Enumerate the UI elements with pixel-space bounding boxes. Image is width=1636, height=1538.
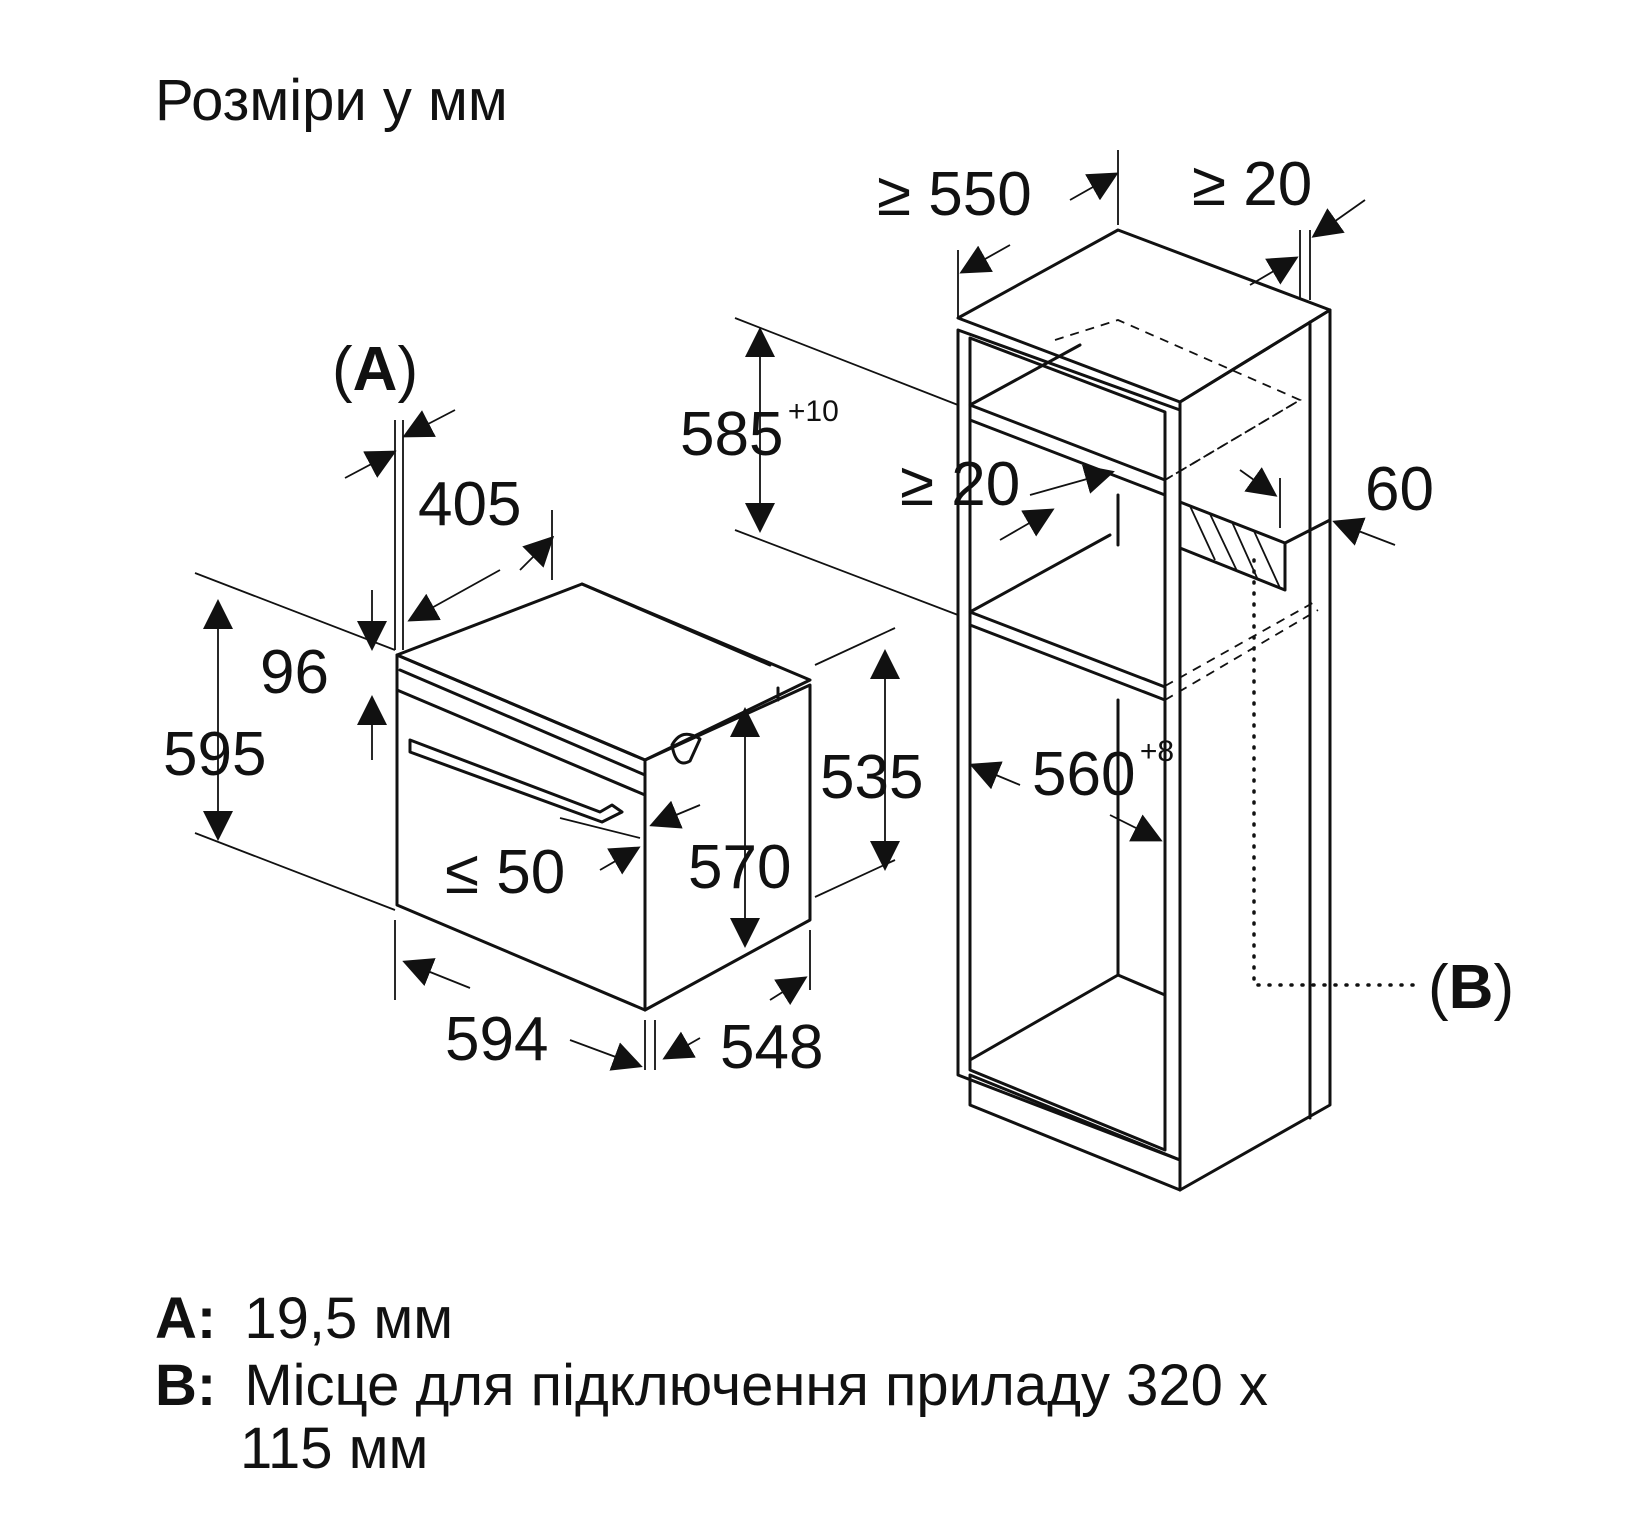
dim-label-ge20-top: ≥ 20: [1192, 150, 1312, 219]
oven-top-surface: [395, 582, 812, 762]
dim-label-le50: ≤ 50: [445, 838, 565, 907]
legend-text-b-line2: 115 мм: [240, 1416, 428, 1481]
cabinet-shelf-lower: [968, 623, 1167, 702]
dim-label-594: 594: [445, 1005, 548, 1074]
dim-label-595: 595: [163, 720, 266, 789]
dim-arrow-548-right: [769, 976, 808, 1006]
dim-arrow-405: [407, 569, 501, 622]
dim-label-535: 535: [820, 743, 923, 812]
callout-b: (B): [1428, 953, 1514, 1022]
dim-arrow-le50-bottom: [599, 846, 641, 875]
dim-label-560-tolerance: +8: [1140, 735, 1174, 768]
dim-arrow-ge20-top-left: [1249, 256, 1299, 286]
callout-a: (A): [332, 335, 418, 404]
cabinet-plinth: [968, 1073, 1182, 1192]
dim-arrow-560-left: [969, 761, 1021, 790]
dim-arrow-550-right: [1069, 172, 1119, 201]
cabinet-dimension-arrows: [734, 150, 1396, 842]
dim-label-ge550: ≥ 550: [877, 160, 1032, 229]
dim-label-96: 96: [260, 638, 329, 707]
dim-label-ge20-mid: ≥ 20: [900, 450, 1020, 519]
dim-label-548: 548: [720, 1013, 823, 1082]
dim-label-405: 405: [418, 470, 521, 539]
oven-dimension-arrows: [203, 409, 900, 1071]
dim-arrow-a-right: [402, 409, 456, 438]
dim-label-585: 585 +10: [680, 395, 839, 469]
oven-extension-lines: [194, 420, 896, 1070]
dim-arrow-594-right: [569, 1039, 643, 1071]
dim-label-560-value: 560: [1032, 740, 1135, 809]
dim-label-60: 60: [1365, 455, 1434, 524]
dim-arrow-ge20-top-right: [1311, 199, 1366, 238]
legend-item-a: A: 19,5 мм: [155, 1286, 453, 1351]
dim-label-560: 560 +8: [1032, 735, 1174, 809]
legend-text-b-line1: Місце для підключення приладу 320 x: [244, 1353, 1268, 1418]
dimension-labels: 405 96 595 535 570 594 548 ≤ 50 ≥ 550 ≥ …: [163, 150, 1434, 1082]
dim-arrow-60-left: [1239, 467, 1278, 497]
dim-label-585-tolerance: +10: [788, 395, 839, 428]
page-title: Розміри у мм: [155, 68, 508, 133]
dim-arrow-a-left: [344, 450, 397, 479]
cabinet-shelf-upper: [968, 403, 1167, 482]
b-leader-line: [1252, 558, 1422, 987]
dim-arrow-548-left: [662, 1031, 701, 1060]
oven-drawing: [395, 582, 812, 1012]
dim-arrow-60-right: [1332, 517, 1396, 546]
dim-arrow-594-left: [402, 958, 471, 989]
cabinet-top: [956, 228, 1332, 404]
legend: A: 19,5 мм B: Місце для підключення прил…: [155, 1286, 1268, 1481]
cabinet-drawing: [956, 228, 1422, 1192]
connection-opening-b: [1178, 500, 1287, 592]
dim-label-585-value: 585: [680, 400, 783, 469]
dim-arrow-550-left: [959, 244, 1011, 274]
oven-door-handle: [408, 738, 624, 824]
dim-arrow-ge20-mid: [1029, 464, 1115, 496]
dim-arrow-560-right: [1109, 814, 1163, 842]
legend-key-a: A:: [155, 1286, 216, 1351]
legend-key-b: B:: [155, 1353, 216, 1418]
dim-arrow-le50-top: [649, 800, 701, 829]
legend-item-b: B: Місце для підключення приладу 320 x: [155, 1353, 1268, 1418]
cabinet-side-panel: [1178, 308, 1332, 1192]
legend-text-a: 19,5 мм: [244, 1286, 453, 1351]
dim-label-570: 570: [688, 833, 791, 902]
